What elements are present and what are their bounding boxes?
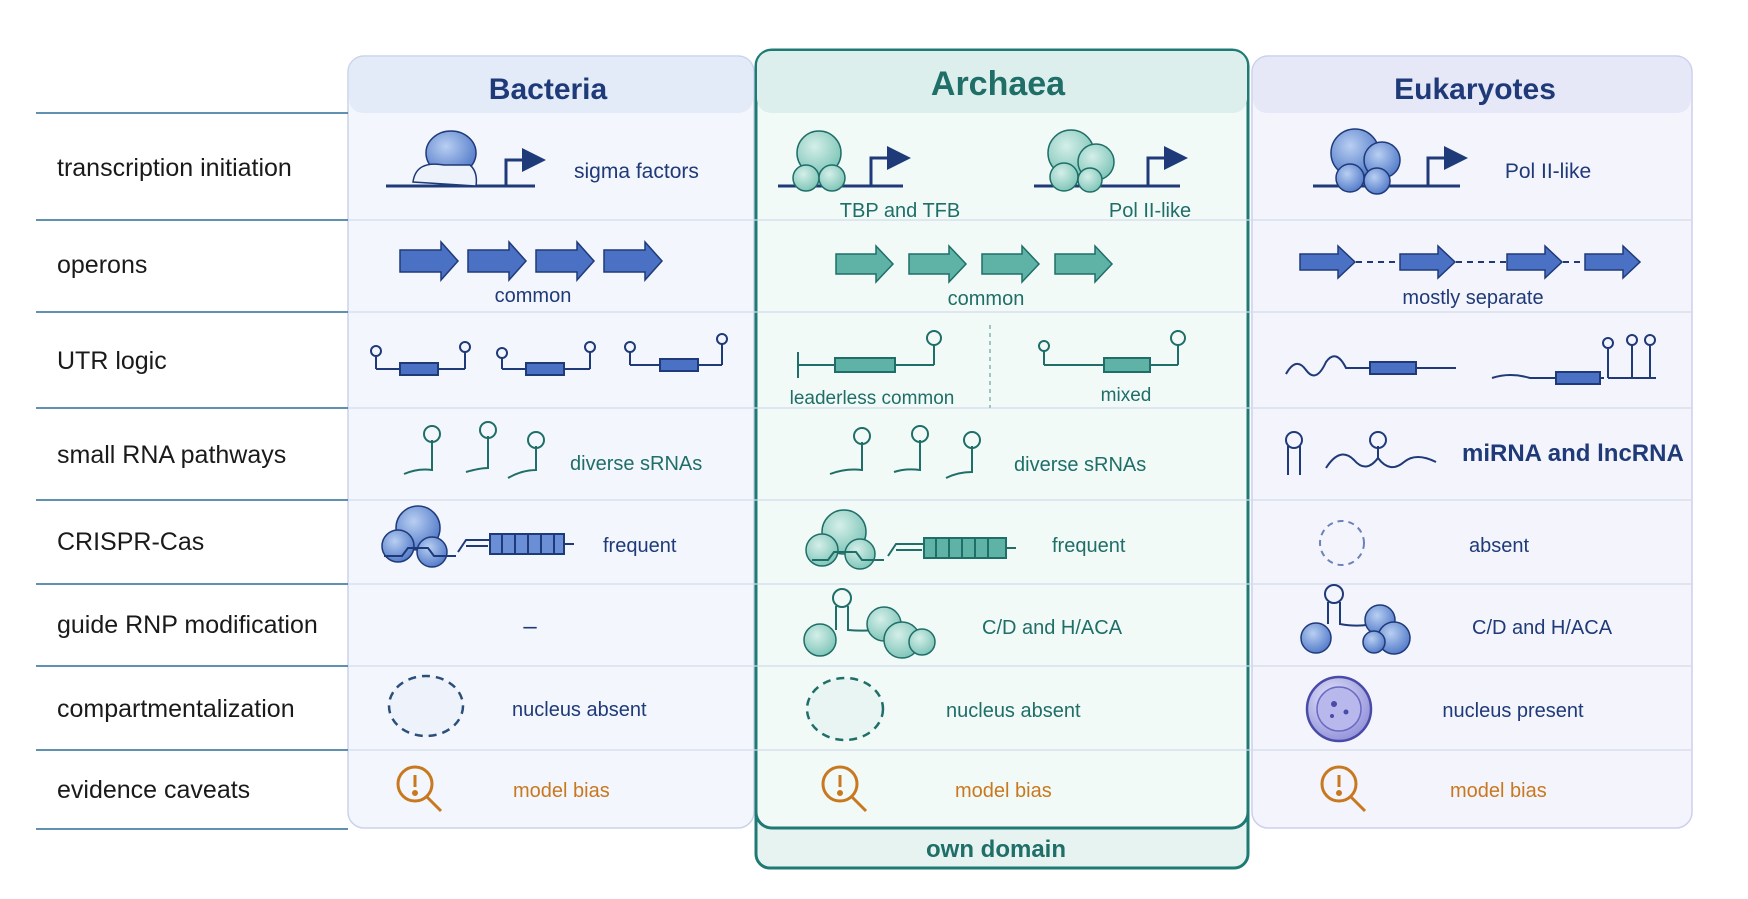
- eukaryotes-panel: [1251, 55, 1693, 829]
- eukaryote-utr-icon: [1285, 334, 1656, 385]
- bacteria-panel: [347, 55, 755, 829]
- eukaryotes-compartment-text: nucleus present: [1442, 700, 1584, 722]
- row-label-caveats: evidence caveats: [57, 776, 250, 804]
- bacteria-nucleoid-outline-icon: [387, 674, 465, 738]
- bacteria-srna-icon: [403, 421, 545, 479]
- row-label-guide-rnp: guide RNP modification: [57, 611, 318, 639]
- eukaryotes-small-rna-text: miRNA and lncRNA: [1462, 440, 1684, 467]
- bacteria-crispr-text: frequent: [603, 535, 677, 557]
- archaea-operon-icon: [835, 244, 1114, 284]
- eukaryote-genes-icon: [1299, 244, 1642, 280]
- eukaryotes-magnifier-warning-icon: [1320, 765, 1367, 813]
- bacteria-caveats-text: model bias: [513, 780, 610, 802]
- archaea-nucleoid-outline-icon: [805, 676, 885, 742]
- row-label-small-rna: small RNA pathways: [57, 441, 286, 469]
- archaea-small-rna-text: diverse sRNAs: [1014, 454, 1146, 476]
- archaea-compartment-text: nucleus absent: [946, 700, 1081, 722]
- archaea-magnifier-warning-icon: [821, 765, 868, 813]
- promoter-arrow-icon: [504, 148, 546, 186]
- eukaryotes-caveats-text: model bias: [1450, 780, 1547, 802]
- row-label-operons: operons: [57, 251, 147, 279]
- archaea-tbp-icon: [778, 130, 911, 192]
- eukaryote-mirna-icon: [1285, 431, 1437, 475]
- bacteria-crispr-array-icon: [457, 533, 574, 555]
- archaea-polii-icon: [1034, 129, 1188, 193]
- archaea-srna-icon: [829, 425, 981, 479]
- bacteria-utr-icon: [370, 333, 728, 376]
- row-label-transcription: transcription initiation: [57, 154, 292, 182]
- archaea-utr-icon: [797, 325, 1186, 408]
- bacteria-cas-complex-icon: [381, 505, 456, 568]
- row-label-utr: UTR logic: [57, 347, 167, 375]
- column-header-eukaryotes: Eukaryotes: [1394, 73, 1556, 106]
- column-header-bacteria: Bacteria: [489, 73, 608, 106]
- archaea-operons-text: common: [948, 288, 1025, 310]
- eukaryotes-transcription-text: Pol II-like: [1505, 160, 1591, 183]
- bacteria-guide-rnp-text: –: [523, 613, 537, 640]
- bacteria-transcription-text: sigma factors: [574, 160, 699, 183]
- eukaryotes-crispr-text: absent: [1469, 535, 1529, 557]
- bacteria-small-rna-text: diverse sRNAs: [570, 453, 702, 475]
- archaea-snorna-rnp-icon: [803, 588, 936, 659]
- archaea-utr-text-a: leaderless common: [790, 388, 955, 409]
- eukaryote-absent-icon: [1319, 520, 1365, 566]
- row-label-crispr: CRISPR-Cas: [57, 528, 204, 556]
- bacteria-compartment-text: nucleus absent: [512, 699, 647, 721]
- archaea-crispr-array-icon: [887, 537, 1016, 559]
- row-label-compartment: compartmentalization: [57, 695, 295, 723]
- eukaryote-snorna-rnp-icon: [1300, 584, 1411, 655]
- archaea-cas-complex-icon: [805, 509, 884, 570]
- row-separators: [36, 112, 348, 830]
- rna-polymerase-icon: [386, 130, 535, 188]
- archaea-footer-note: own domain: [926, 836, 1066, 863]
- eukaryotes-guide-rnp-text: C/D and H/ACA: [1472, 617, 1613, 639]
- bacteria-operon-icon: [399, 240, 664, 282]
- archaea-crispr-text: frequent: [1052, 535, 1126, 557]
- archaea-transcription-text-b: Pol II-like: [1109, 200, 1191, 222]
- eukaryote-polii-icon: [1313, 128, 1468, 195]
- bacteria-magnifier-warning-icon: [396, 765, 443, 813]
- column-header-archaea: Archaea: [931, 65, 1066, 103]
- archaea-utr-text-b: mixed: [1101, 385, 1152, 406]
- eukaryote-nucleus-icon: [1305, 675, 1373, 743]
- archaea-transcription-text-a: TBP and TFB: [840, 200, 960, 222]
- archaea-guide-rnp-text: C/D and H/ACA: [982, 617, 1123, 639]
- archaea-caveats-text: model bias: [955, 780, 1052, 802]
- bacteria-operons-text: common: [495, 285, 572, 307]
- cell-separators: [349, 219, 1691, 751]
- eukaryotes-operons-text: mostly separate: [1402, 287, 1543, 309]
